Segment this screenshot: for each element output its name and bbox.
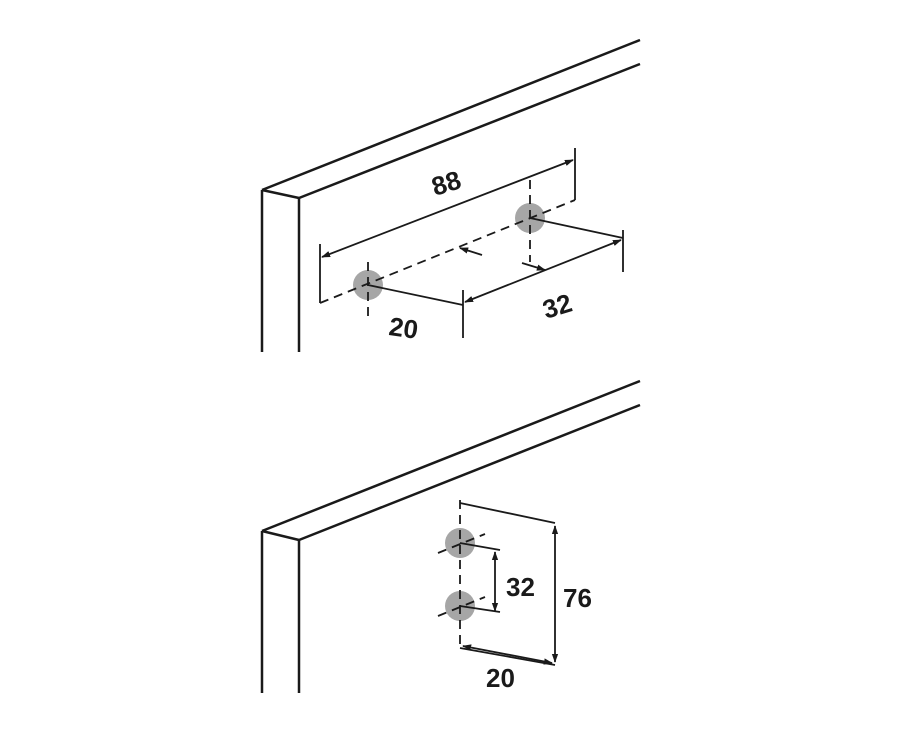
top-label-88: 88 — [428, 165, 464, 202]
bottom-board-outline — [260, 379, 641, 693]
top-dimension-32 — [462, 230, 624, 338]
bottom-label-20: 20 — [486, 663, 515, 693]
bottom-label-76: 76 — [563, 583, 592, 613]
top-offset-line-right — [529, 217, 624, 239]
top-dimension-88 — [319, 148, 576, 303]
top-offset-line-left — [367, 284, 464, 306]
bottom-hole-upper-axis — [437, 533, 486, 554]
bottom-dimension-20 — [462, 644, 553, 665]
top-diagram: 88 32 20 — [260, 38, 641, 352]
top-label-20: 20 — [387, 311, 420, 345]
top-label-32: 32 — [539, 288, 575, 325]
bottom-hole-lower-axis — [437, 596, 486, 617]
top-dimension-20-arrows — [459, 247, 546, 271]
bottom-diagram: 32 76 20 — [260, 379, 641, 693]
bottom-ext-upper — [459, 542, 501, 551]
bottom-label-32: 32 — [506, 572, 535, 602]
